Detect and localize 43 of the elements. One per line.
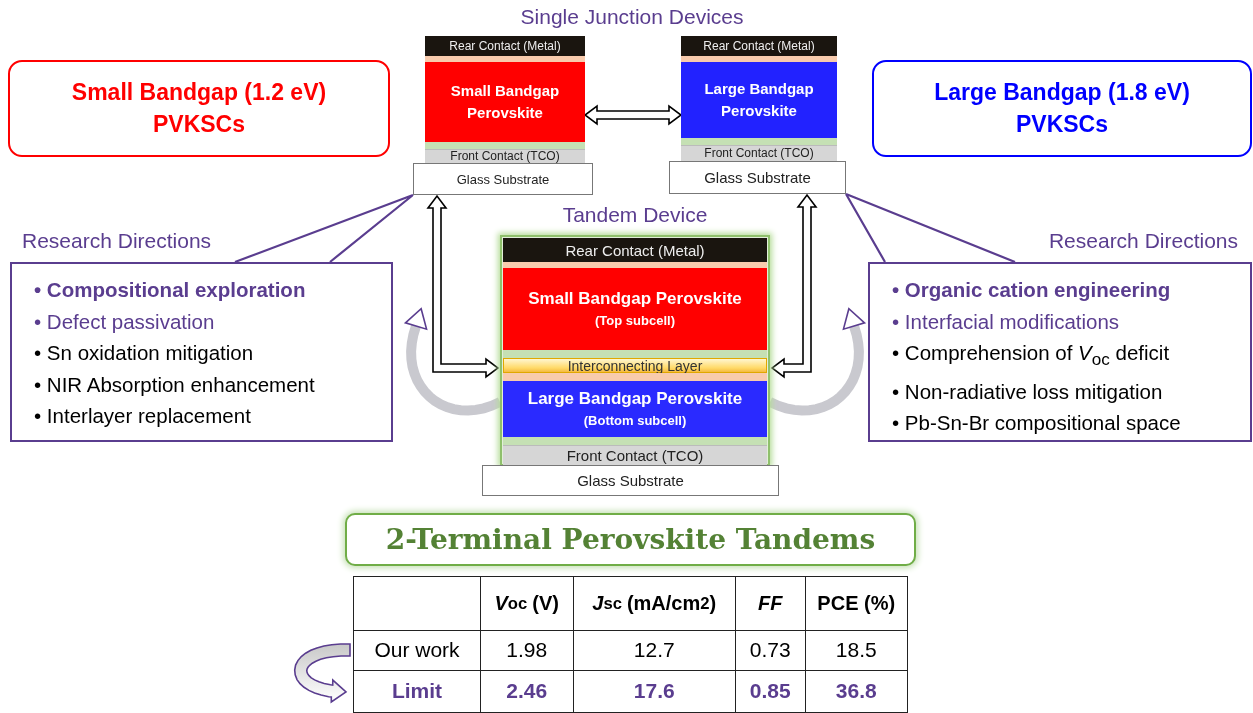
glass-substrate-layer: Glass Substrate bbox=[482, 465, 779, 496]
front-contact-layer: Front Contact (TCO) bbox=[681, 145, 837, 161]
perovskite-layer: Small Bandgap Perovskite bbox=[425, 62, 585, 142]
callout-pointer bbox=[233, 193, 415, 264]
bullet-item: • Comprehension of V$_{oc}$ deficit bbox=[892, 340, 1171, 372]
glass-substrate-layer: Glass Substrate bbox=[669, 161, 846, 194]
front-contact-layer: Front Contact (TCO) bbox=[503, 445, 767, 465]
hollow-arrow bbox=[583, 104, 683, 126]
hollow-arrow bbox=[426, 194, 500, 379]
callout-heading: Research Directions bbox=[1048, 229, 1238, 253]
title-box: 2-Terminal Perovskite Tandems bbox=[345, 513, 916, 566]
bullet-item: • Compositional exploration bbox=[34, 277, 307, 303]
category-box: Large Bandgap (1.8 eV) PVKSCs bbox=[872, 60, 1252, 157]
section-heading: Single Junction Devices bbox=[520, 5, 744, 29]
rear-contact-layer: Rear Contact (Metal) bbox=[681, 36, 837, 56]
front-contact-layer: Front Contact (TCO) bbox=[425, 149, 585, 163]
perovskite-layer bbox=[503, 268, 767, 350]
perovskite-layer: Large Bandgap Perovskite bbox=[681, 62, 837, 138]
layer-title: Small Bandgap Perovskite bbox=[528, 288, 742, 310]
section-heading: Tandem Device bbox=[562, 203, 708, 227]
bullet-item: • NIR Absorption enhancement bbox=[34, 371, 316, 398]
category-box: Small Bandgap (1.2 eV) PVKSCs bbox=[8, 60, 390, 157]
table-cell: PCE (%) bbox=[804, 576, 908, 631]
glass-substrate-layer: Glass Substrate bbox=[413, 163, 593, 195]
callout-heading: Research Directions bbox=[22, 229, 212, 253]
bullet-item: • Interfacial modifications bbox=[892, 308, 1121, 335]
hollow-arrow bbox=[770, 193, 818, 379]
layer-title: Large Bandgap Perovskite bbox=[527, 388, 743, 410]
layer-subtitle: (Bottom subcell) bbox=[583, 412, 687, 430]
layer-subtitle: (Top subcell) bbox=[595, 312, 675, 330]
table-cell: Limit bbox=[353, 669, 481, 713]
bullet-item: • Non-radiative loss mitigation bbox=[892, 378, 1164, 405]
callout-pointer bbox=[844, 192, 1017, 264]
bullet-item: • Defect passivation bbox=[34, 308, 216, 335]
rear-contact-layer: Rear Contact (Metal) bbox=[425, 36, 585, 56]
bullet-item: • Organic cation engineering bbox=[892, 277, 1172, 303]
perovskite-layer bbox=[503, 381, 767, 437]
table-cell: 36.8 bbox=[804, 669, 908, 713]
bullet-item: • Pb-Sn-Br compositional space bbox=[892, 410, 1182, 437]
bullet-item: • Sn oxidation mitigation bbox=[34, 340, 255, 366]
interconnecting-layer: Interconnecting Layer bbox=[503, 358, 767, 373]
bullet-item: • Interlayer replacement bbox=[34, 403, 252, 429]
rear-contact-layer: Rear Contact (Metal) bbox=[503, 238, 767, 262]
